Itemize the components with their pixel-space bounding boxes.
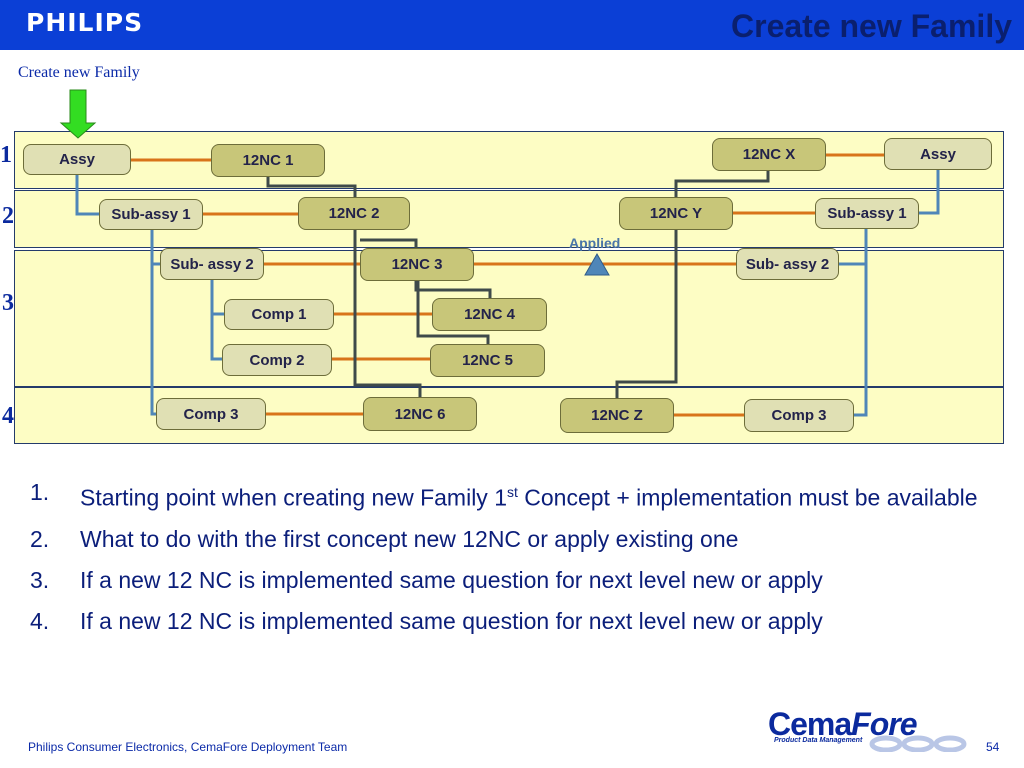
level-number-3: 3 xyxy=(2,290,14,316)
node-assy-left[interactable]: Assy xyxy=(23,144,131,175)
note-item-2: 2. What to do with the first concept new … xyxy=(30,523,1010,556)
note-text: If a new 12 NC is implemented same quest… xyxy=(80,607,823,634)
applied-label: Applied xyxy=(569,235,621,251)
note-text: Starting point when creating new Family … xyxy=(80,484,507,511)
note-text-cont: Concept + implementation must be availab… xyxy=(517,484,978,511)
start-label: Create new Family xyxy=(18,64,140,81)
cemafore-wordmark: CemaFore xyxy=(768,706,918,743)
level-number-2: 2 xyxy=(2,203,14,229)
node-subassy2-right[interactable]: Sub- assy 2 xyxy=(736,248,839,280)
cemafore-logo: CemaFore Product Data Management xyxy=(768,706,968,752)
note-number: 2. xyxy=(30,525,50,552)
tree-nc2-nc3 xyxy=(360,238,418,248)
tree-ncx-ncy xyxy=(674,170,770,197)
tree-nc1-nc2 xyxy=(266,177,357,198)
node-12nc-5[interactable]: 12NC 5 xyxy=(430,344,545,377)
node-12nc-z[interactable]: 12NC Z xyxy=(560,398,674,433)
start-arrow-icon xyxy=(59,89,97,139)
brand-part-1: Cema xyxy=(768,706,852,742)
philips-logo: PHILIPS xyxy=(26,8,144,37)
note-number: 1. xyxy=(30,479,50,505)
node-comp3-right[interactable]: Comp 3 xyxy=(744,399,854,432)
note-number: 3. xyxy=(30,566,50,593)
tree-assy-sub1 xyxy=(75,175,100,216)
tree-nc3-nc5 xyxy=(416,281,490,344)
note-text: What to do with the first concept new 12… xyxy=(80,525,739,552)
note-item-3: 3. If a new 12 NC is implemented same que… xyxy=(30,564,1010,597)
tree-sub1-sub2-comp3 xyxy=(150,229,157,416)
applied-marker-icon xyxy=(584,252,610,276)
notes-list: 1. Starting point when creating new Famil… xyxy=(30,476,1010,646)
tree-assy-right-sub1 xyxy=(919,170,940,215)
page-number: 54 xyxy=(986,740,1000,754)
tree-sub1-right-comp3 xyxy=(854,229,868,417)
node-12nc-y[interactable]: 12NC Y xyxy=(619,197,733,230)
note-number: 4. xyxy=(30,607,50,634)
node-comp3-left[interactable]: Comp 3 xyxy=(156,398,266,430)
cemafore-tagline: Product Data Management xyxy=(774,737,863,744)
footer-text: Philips Consumer Electronics, CemaFore D… xyxy=(28,740,348,754)
node-12nc-x[interactable]: 12NC X xyxy=(712,138,826,171)
note-item-4: 4. If a new 12 NC is implemented same que… xyxy=(30,605,1010,638)
tree-nc3-nc4-nc5 xyxy=(414,281,492,298)
level-number-1: 1 xyxy=(0,142,12,168)
node-12nc-6[interactable]: 12NC 6 xyxy=(363,397,477,431)
node-comp1[interactable]: Comp 1 xyxy=(224,299,334,330)
node-12nc-1[interactable]: 12NC 1 xyxy=(211,144,325,177)
node-12nc-2[interactable]: 12NC 2 xyxy=(298,197,410,230)
note-item-1: 1. Starting point when creating new Famil… xyxy=(30,476,1010,515)
node-assy-right[interactable]: Assy xyxy=(884,138,992,170)
page-title: Create new Family xyxy=(731,8,1012,44)
tree-sub2-comp1-comp2 xyxy=(210,280,223,361)
logo-swoosh-icon xyxy=(869,735,967,752)
tree-ncy-ncz xyxy=(615,230,678,398)
level-number-4: 4 xyxy=(2,403,14,429)
node-subassy2-left[interactable]: Sub- assy 2 xyxy=(160,248,264,280)
header-bar: PHILIPS Create new Family xyxy=(0,0,1024,50)
note-superscript: st xyxy=(507,484,518,500)
node-subassy1-right[interactable]: Sub-assy 1 xyxy=(815,198,919,229)
node-12nc-3[interactable]: 12NC 3 xyxy=(360,248,474,281)
node-subassy1-left[interactable]: Sub-assy 1 xyxy=(99,199,203,230)
note-text: If a new 12 NC is implemented same quest… xyxy=(80,566,823,593)
brand-part-2: Fore xyxy=(851,706,917,742)
tree-nc2-nc6 xyxy=(353,230,422,398)
node-12nc-4[interactable]: 12NC 4 xyxy=(432,298,547,331)
node-comp2[interactable]: Comp 2 xyxy=(222,344,332,376)
